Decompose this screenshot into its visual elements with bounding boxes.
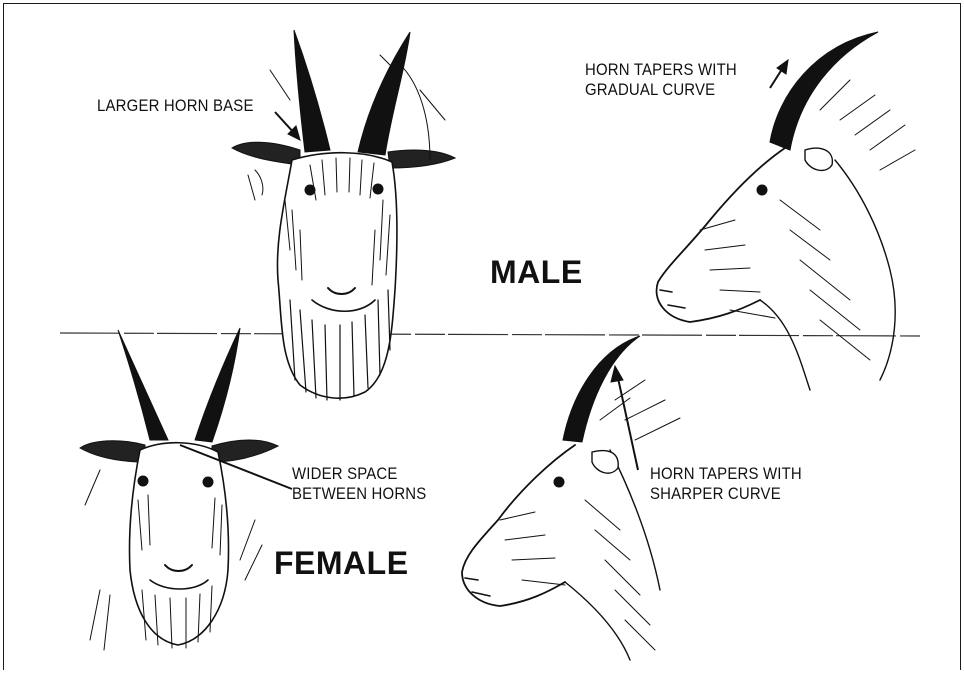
male-side-eye [757, 185, 767, 195]
male-right-ear [388, 150, 455, 168]
label-larger-horn-base: LARGER HORN BASE [97, 96, 254, 116]
label-female: FEMALE [274, 545, 409, 582]
label-gradual-line2: GRADUAL CURVE [585, 80, 715, 100]
male-right-horn [358, 32, 410, 155]
male-side-horn [770, 32, 878, 150]
label-wider-line1: WIDER SPACE [292, 464, 398, 484]
male-right-eye [373, 184, 383, 194]
male-left-ear [232, 142, 300, 165]
larger-horn-base-arrow [275, 112, 300, 140]
male-front-head [232, 30, 455, 400]
gradual-curve-arrow [770, 60, 788, 88]
female-right-ear [212, 440, 278, 462]
label-wider-line2: BETWEEN HORNS [292, 484, 426, 504]
male-left-eye [305, 185, 315, 195]
male-side-head-outline [657, 148, 785, 322]
female-left-eye [138, 476, 148, 486]
female-left-horn [118, 330, 168, 440]
male-left-horn [294, 30, 330, 152]
female-side-head [462, 336, 680, 660]
label-sharper-line1: HORN TAPERS WITH [650, 464, 802, 484]
female-side-neck [565, 450, 660, 660]
female-left-ear [80, 441, 145, 462]
male-side-neck [760, 160, 895, 390]
female-right-eye [203, 477, 213, 487]
label-sharper-line2: SHARPER CURVE [650, 484, 781, 504]
female-right-horn [195, 328, 240, 442]
male-side-ear [805, 148, 832, 170]
label-male: MALE [490, 254, 583, 291]
female-front-head [80, 328, 278, 650]
female-side-eye [554, 477, 564, 487]
female-side-ear [592, 451, 618, 474]
label-gradual-line1: HORN TAPERS WITH [585, 60, 737, 80]
female-side-head-outline [462, 445, 575, 606]
divider-line [60, 333, 920, 336]
